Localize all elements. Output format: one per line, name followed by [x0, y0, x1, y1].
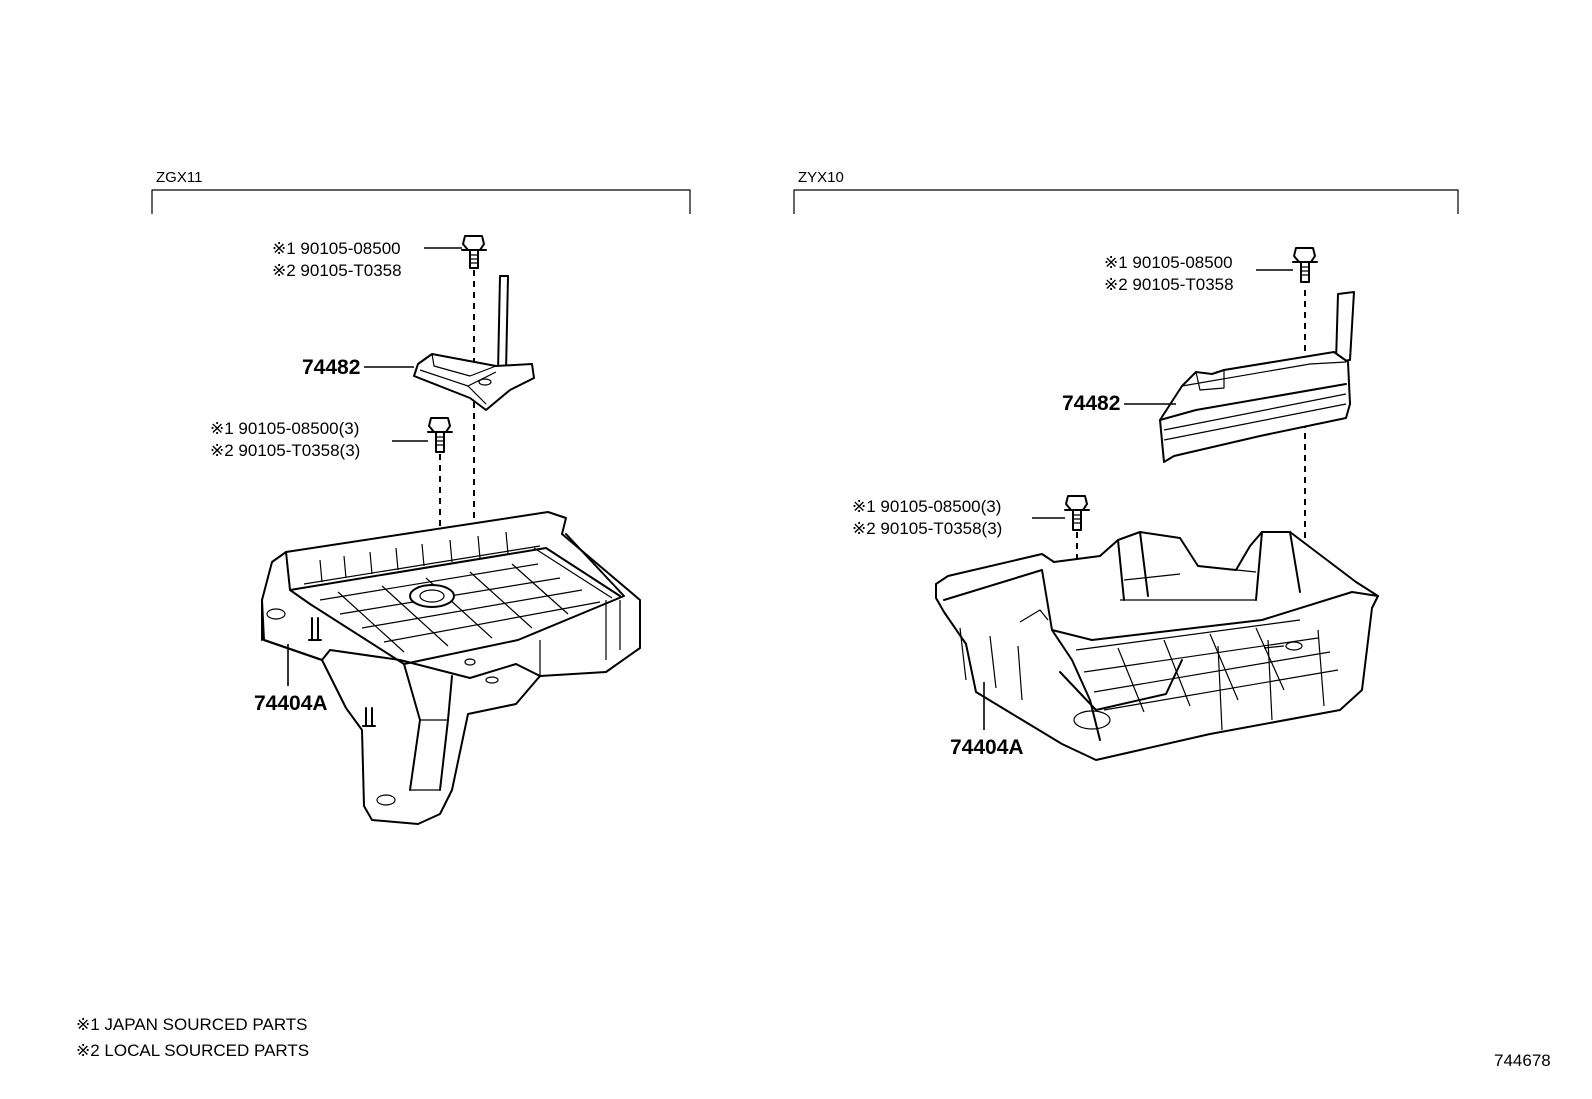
part-number-top-bolt-2: ※2 90105-T0358 [272, 261, 402, 280]
bolt-icon [1064, 495, 1090, 531]
part-number-mid-bolt-2: ※2 90105-T0358(3) [210, 441, 360, 460]
battery-tray [935, 531, 1379, 761]
part-number-mid-bolt-2: ※2 90105-T0358(3) [852, 519, 1002, 538]
part-number-top-bolt-2: ※2 90105-T0358 [1104, 275, 1234, 294]
part-number-tray: 74404A [950, 736, 1024, 759]
illustration-ref-number: 744678 [1494, 1051, 1551, 1070]
part-number-mid-bolt-1: ※1 90105-08500(3) [852, 497, 1001, 516]
bolt-icon [461, 235, 487, 269]
part-number-tray: 74404A [254, 692, 328, 715]
section-zyx10: ZYX10 ※1 90105-08500 ※2 90105-T0358 7448… [793, 169, 1459, 761]
footnote-japan-sourced: ※1 JAPAN SOURCED PARTS [76, 1015, 308, 1034]
part-number-bracket: 74482 [302, 356, 360, 379]
part-number-top-bolt-1: ※1 90105-08500 [272, 239, 401, 258]
part-number-mid-bolt-1: ※1 90105-08500(3) [210, 419, 359, 438]
bolt-icon [427, 417, 453, 453]
section-label-zyx10: ZYX10 [798, 169, 844, 186]
battery-hold-down-plate [1159, 291, 1355, 463]
battery-tray [261, 511, 641, 825]
section-label-zgx11: ZGX11 [156, 169, 202, 186]
section-zgx11: ZGX11 ※1 90105-08500 ※2 90105-T0358 7448… [151, 169, 691, 825]
part-number-bracket: 74482 [1062, 392, 1120, 415]
section-bracket-zgx11 [151, 189, 691, 214]
footnote-local-sourced: ※2 LOCAL SOURCED PARTS [76, 1041, 309, 1060]
bolt-icon [1292, 247, 1318, 283]
battery-clamp-bracket [413, 275, 535, 411]
part-number-top-bolt-1: ※1 90105-08500 [1104, 253, 1233, 272]
section-bracket-zyx10 [793, 189, 1459, 214]
